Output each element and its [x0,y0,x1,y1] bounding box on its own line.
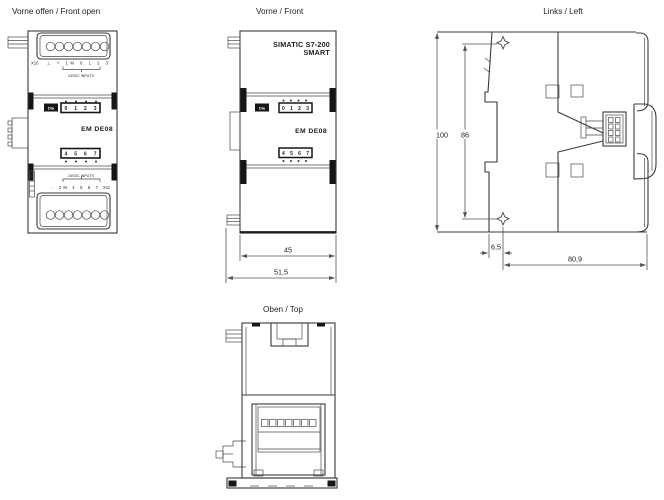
pin-group-bracket-bottom [62,178,101,182]
bus-connector-detail [580,111,627,147]
led-numbers-bottom: 4 5 6 7 [282,151,309,157]
latch-tab [545,162,560,178]
din-clip-icon [240,88,247,112]
body-contour-bottom [557,140,604,232]
edge-mark [317,323,325,327]
led-numbers-top: 0 1 2 3 [282,106,309,112]
din-rail-clip [270,322,309,347]
side-plug-icon [215,440,246,468]
terminal-ref-x11: X11 [103,185,111,190]
led-row-bottom: 4 5 6 7 [60,147,101,163]
led-row-top: DIa 0 1 2 3 [44,100,101,114]
led-numbers-top: 0 1 2 3 [65,106,97,112]
terminal-block-bottom [36,192,111,230]
vent-square [570,84,584,98]
bus-connector-icon [227,36,241,49]
order-number-stripe [29,170,35,198]
dim-label-6-5: 6,5 [491,243,501,252]
terminal-pin-labels-bottom: · 2M 4 5 6 7 [52,185,99,190]
latch-tab [545,84,560,99]
brand-line1: SIMATIC S7-200 [273,40,330,49]
view-top: Oben / Top [215,305,338,489]
view-front-open: Vorne offen / Front open X10 ⊥ + 1M 0 1 … [7,7,118,234]
led-row-top: DIa 0 1 2 3 [255,99,313,114]
module-name-label: EM DE08 [295,128,327,135]
din-clip-icon [329,88,336,112]
dim-label-86: 86 [461,131,469,140]
back-profile [484,31,498,232]
dim-label-45: 45 [284,246,292,255]
dimension-6-5: 6,5 [480,227,512,270]
base-plate [226,477,338,489]
side-connector-icon [7,117,29,149]
edge-mark [252,323,260,327]
module-name-label: EM DE08 [81,126,113,133]
dimension-45: 45 [239,235,337,283]
dimension-51-5: 51,5 [225,228,336,283]
bus-connector-icon [226,214,241,226]
bus-housing [229,111,241,151]
din-clip-icon [28,163,34,181]
din-clip-icon [111,163,117,181]
led-row-bottom: 4 5 6 7 [278,147,313,162]
input-caption-top: 24VDC INPUTS [68,74,94,78]
terminal-ref-x10: X10 [31,61,39,66]
terminal-housing [251,403,326,477]
din-clip-icon [28,92,34,110]
dim-label-51-5: 51,5 [274,268,288,277]
dim-label-100: 100 [436,131,448,140]
view-title-front-open: Vorne offen / Front open [12,7,101,16]
body-contour-top [557,32,604,134]
din-clip-icon [111,92,117,110]
view-title-front: Vorne / Front [256,7,304,16]
brand-line2: SMART [303,48,330,57]
view-title-left: Links / Left [543,7,583,16]
pin-group-bracket-top [62,66,101,70]
dimension-100: 100 [434,32,451,232]
bus-connector-icon [7,36,29,49]
mounting-hole-cross-top [495,35,511,51]
mounting-hole-cross-bottom [495,211,511,227]
din-clip-icon [329,160,336,184]
terminal-pin-labels-top: ⊥ + 1M 0 1 2 3 [47,61,109,66]
din-clip-icon [240,160,247,184]
bus-connector-icon [225,329,243,343]
front-face-bulge [633,103,657,180]
view-left: Links / Left [434,7,657,270]
view-title-top: Oben / Top [263,305,303,314]
led-group-badge: DIa [48,107,55,111]
led-numbers-bottom: 4 5 6 7 [65,152,97,158]
dimension-86: 86 [460,44,472,219]
terminal-door-bottom [636,152,649,233]
terminal-block-top [36,32,111,60]
dimension-80-9: 80,9 [503,234,648,270]
view-front: Vorne / Front SIMATIC S7-200 SMART DIa 0… [225,7,337,283]
dim-label-80-9: 80,9 [568,255,582,264]
terminal-door-top [636,32,649,112]
led-group-badge: DIa [259,107,266,111]
vent-square [570,163,584,178]
